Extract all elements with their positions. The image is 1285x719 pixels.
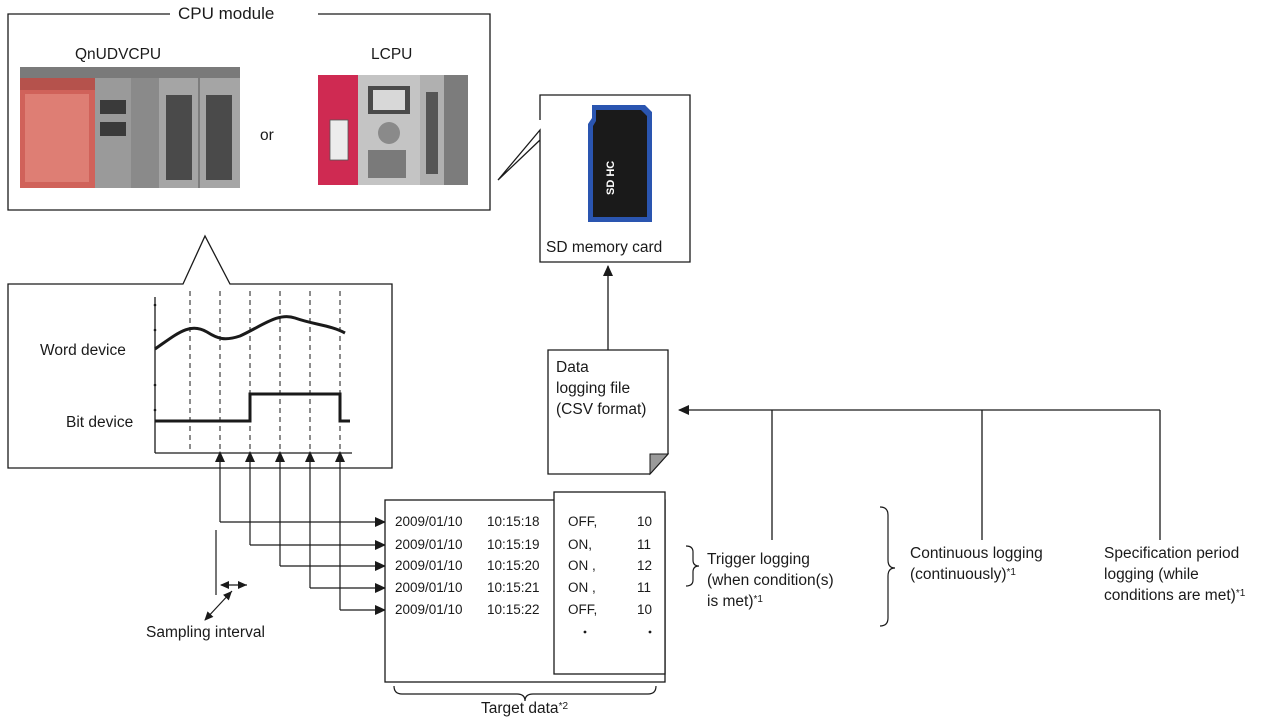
specification-logging-text: conditions are met) bbox=[1104, 587, 1236, 604]
timing-chart bbox=[153, 291, 386, 615]
target-data-brace bbox=[393, 685, 657, 702]
qnudvcpu-module-image bbox=[20, 67, 240, 188]
trigger-brace bbox=[685, 545, 700, 587]
logging-modes-brace bbox=[879, 506, 896, 627]
target-data-label: Target data*2 bbox=[481, 698, 568, 719]
file-label-line2: logging file bbox=[556, 380, 631, 397]
record-status: OFF, bbox=[568, 514, 598, 529]
sampling-interval-indicator bbox=[204, 530, 247, 621]
sd-card-callout bbox=[497, 94, 691, 263]
record-sheets bbox=[384, 491, 666, 683]
target-note-mark: *2 bbox=[558, 701, 569, 712]
continuous-logging-line2: (continuously)*1 bbox=[910, 564, 1016, 585]
record-time: 10:15:20 bbox=[487, 558, 540, 573]
specification-logging-line2: logging (while bbox=[1104, 566, 1199, 583]
record-date: 2009/01/10 bbox=[395, 537, 463, 552]
lcpu-module-image bbox=[318, 75, 468, 185]
target-data-text: Target data bbox=[481, 700, 559, 717]
record-date: 2009/01/10 bbox=[395, 514, 463, 529]
trigger-logging-line1: Trigger logging bbox=[707, 551, 810, 568]
cpu-module-frame bbox=[7, 13, 491, 211]
continuous-logging-line1: Continuous logging bbox=[910, 545, 1043, 562]
continuous-logging-text: (continuously) bbox=[910, 566, 1007, 583]
trigger-logging-line3: is met)*1 bbox=[707, 591, 763, 612]
record-value: 10 bbox=[637, 514, 653, 529]
cpu-module-title: CPU module bbox=[178, 4, 275, 23]
timing-chart-callout bbox=[7, 234, 393, 469]
record-date: 2009/01/10 bbox=[395, 602, 463, 617]
continuous-note-mark: *1 bbox=[1006, 567, 1016, 578]
record-time: 10:15:22 bbox=[487, 602, 540, 617]
specification-note-mark: *1 bbox=[1235, 588, 1246, 599]
or-label: or bbox=[260, 127, 274, 144]
sd-card-logo: SD HC bbox=[605, 161, 617, 195]
record-value: 11 bbox=[637, 537, 652, 552]
sd-card-label: SD memory card bbox=[546, 239, 663, 256]
record-value: 12 bbox=[637, 558, 653, 573]
specification-logging-line1: Specification period bbox=[1104, 545, 1240, 562]
trigger-note-mark: *1 bbox=[753, 594, 763, 605]
record-date: 2009/01/10 bbox=[395, 580, 463, 595]
word-device-label: Word device bbox=[40, 342, 126, 359]
qnudvcpu-label: QnUDVCPU bbox=[75, 46, 162, 63]
file-label-line3: (CSV format) bbox=[556, 401, 647, 418]
trigger-logging-line2: (when condition(s) bbox=[707, 572, 834, 589]
record-date: 2009/01/10 bbox=[395, 558, 463, 573]
record-status: ON, bbox=[568, 537, 593, 552]
record-status: ON , bbox=[568, 558, 596, 573]
trigger-logging-text: is met) bbox=[707, 593, 754, 610]
record-value: 11 bbox=[637, 580, 652, 595]
sd-card-icon: SD HC bbox=[588, 105, 652, 222]
lcpu-label: LCPU bbox=[371, 46, 413, 63]
record-time: 10:15:18 bbox=[487, 514, 540, 529]
record-time: 10:15:21 bbox=[487, 580, 540, 595]
sampling-interval-label: Sampling interval bbox=[146, 624, 265, 641]
record-status: OFF, bbox=[568, 602, 598, 617]
logging-mode-connectors bbox=[678, 405, 1161, 540]
specification-logging-line3: conditions are met)*1 bbox=[1104, 585, 1245, 606]
word-device-waveform bbox=[154, 315, 346, 351]
record-time: 10:15:19 bbox=[487, 537, 540, 552]
record-value: 10 bbox=[637, 602, 653, 617]
bit-device-waveform bbox=[155, 392, 350, 423]
record-status: ON , bbox=[568, 580, 596, 595]
file-label-line1: Data bbox=[556, 359, 589, 376]
bit-device-label: Bit device bbox=[66, 414, 134, 431]
